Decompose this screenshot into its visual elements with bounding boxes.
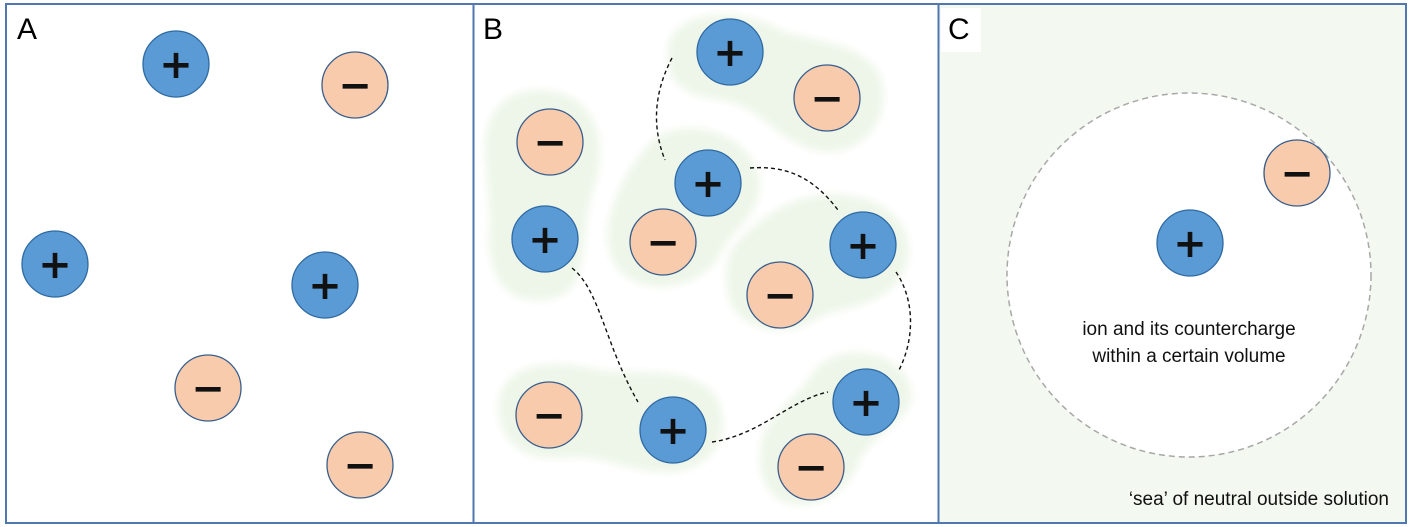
anion-circle <box>515 381 583 449</box>
plus-sign: + <box>849 380 883 426</box>
anion-ion: − <box>793 64 861 132</box>
minus-sign: − <box>794 445 828 491</box>
plus-sign: + <box>713 30 747 76</box>
outer-solution-caption: ‘sea’ of neutral outside solution <box>1129 489 1389 510</box>
plus-sign: + <box>1173 221 1207 267</box>
plus-sign: + <box>159 42 193 88</box>
cation-circle <box>674 149 742 217</box>
minus-sign: − <box>763 273 797 319</box>
anion-ion: − <box>515 381 583 449</box>
ions-layer: +−++−−+−−++−+−−++−−+ <box>21 18 1331 501</box>
anion-ion: − <box>777 433 845 501</box>
cation-circle <box>696 18 764 86</box>
cation-circle <box>1156 209 1224 277</box>
inner-volume-caption-line1: ion and its countercharge <box>1082 319 1295 340</box>
plus-sign: + <box>691 161 725 207</box>
plus-sign: + <box>846 223 880 269</box>
minus-sign: − <box>533 120 567 166</box>
anion-circle <box>777 433 845 501</box>
minus-sign: − <box>338 63 372 109</box>
minus-sign: − <box>191 366 225 412</box>
cation-ion: + <box>696 18 764 86</box>
anion-ion: − <box>516 108 584 176</box>
cation-circle <box>639 396 707 464</box>
cation-circle <box>832 368 900 436</box>
cation-circle <box>511 205 579 273</box>
cation-ion: + <box>832 368 900 436</box>
anion-circle <box>174 354 242 422</box>
anion-ion: − <box>326 431 394 499</box>
cation-ion: + <box>291 251 359 319</box>
panel-label-c-background <box>941 8 981 52</box>
cation-ion: + <box>1156 209 1224 277</box>
cation-ion: + <box>511 205 579 273</box>
anion-circle <box>1263 139 1331 207</box>
minus-sign: − <box>810 76 844 122</box>
panel-label-c: C <box>948 13 970 46</box>
cation-ion: + <box>142 30 210 98</box>
anion-circle <box>326 431 394 499</box>
panel-borders <box>5 3 1407 524</box>
cation-ion: + <box>639 396 707 464</box>
cation-ion: + <box>674 149 742 217</box>
anion-circle <box>321 51 389 119</box>
anion-circle <box>793 64 861 132</box>
cation-ion: + <box>21 230 89 298</box>
panel-label-a: A <box>17 13 37 46</box>
plus-sign: + <box>308 263 342 309</box>
anion-ion: − <box>1263 139 1331 207</box>
cation-ion: + <box>829 211 897 279</box>
cation-circle <box>291 251 359 319</box>
anion-circle <box>746 261 814 329</box>
minus-sign: − <box>532 393 566 439</box>
minus-sign: − <box>343 443 377 489</box>
ion-pair-connections <box>571 57 912 443</box>
anion-ion: − <box>629 208 697 276</box>
anion-circle <box>629 208 697 276</box>
plus-sign: + <box>38 242 72 288</box>
plus-sign: + <box>656 408 690 454</box>
cation-circle <box>21 230 89 298</box>
anion-ion: − <box>746 261 814 329</box>
anion-ion: − <box>321 51 389 119</box>
anion-circle <box>516 108 584 176</box>
cation-circle <box>142 30 210 98</box>
cation-circle <box>829 211 897 279</box>
panel-label-b: B <box>483 13 503 46</box>
minus-sign: − <box>646 220 680 266</box>
plus-sign: + <box>528 217 562 263</box>
inner-volume-caption-line2: within a certain volume <box>1091 346 1285 367</box>
minus-sign: − <box>1280 151 1314 197</box>
anion-ion: − <box>174 354 242 422</box>
